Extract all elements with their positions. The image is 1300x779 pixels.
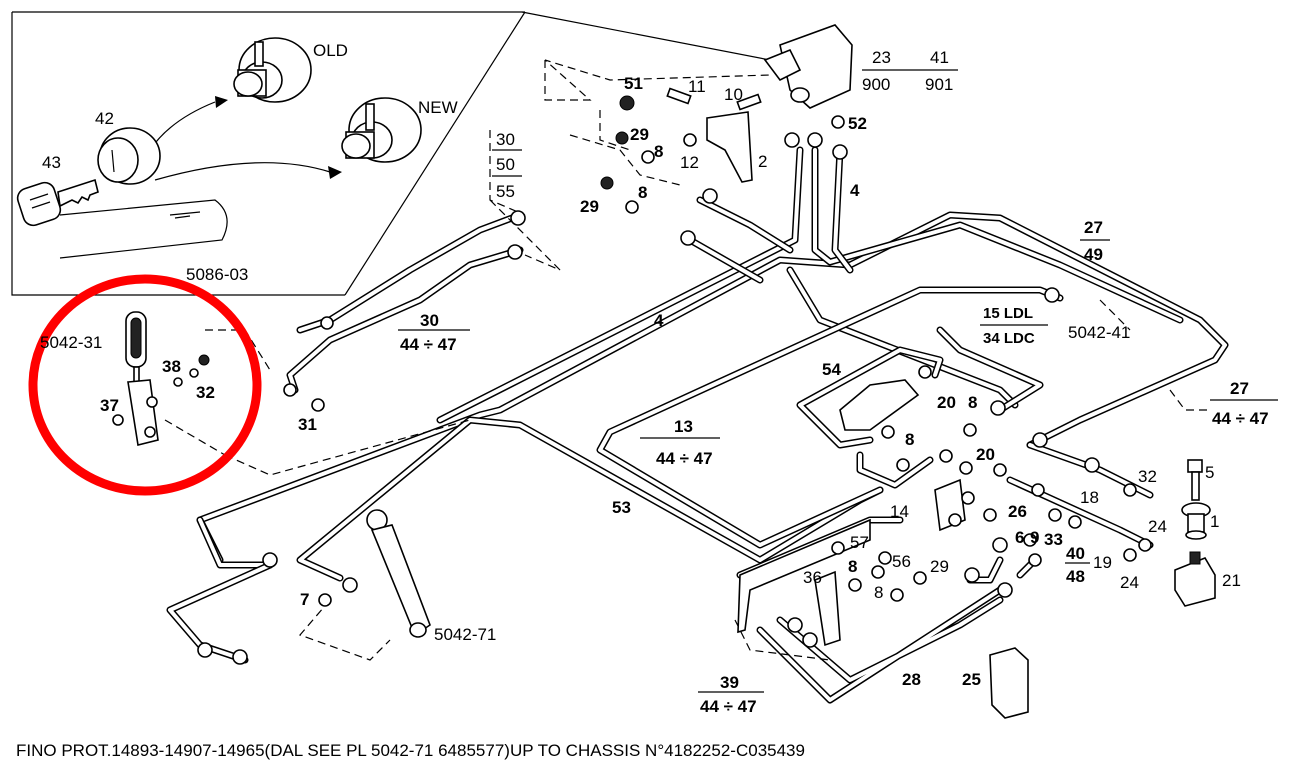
label-26: 26 <box>1008 502 1027 521</box>
label-901: 901 <box>925 75 953 94</box>
label-28: 28 <box>902 670 921 689</box>
screw-icon <box>1181 459 1211 540</box>
label-29c: 29 <box>930 557 949 576</box>
fraction-bars <box>398 69 1278 693</box>
label-18: 18 <box>1080 488 1099 507</box>
label-8d: 8 <box>905 430 914 449</box>
label-12: 12 <box>680 153 699 172</box>
footer-caption: FINO PROT.14893-14907-14965(DAL SEE PL 5… <box>16 741 805 760</box>
label-39: 39 <box>720 673 739 692</box>
label-8a: 8 <box>654 142 663 161</box>
switch-icon <box>1174 551 1216 607</box>
label-900: 900 <box>862 75 890 94</box>
label-13: 13 <box>674 417 693 436</box>
plate-icon <box>989 647 1029 719</box>
label-37: 37 <box>100 396 119 415</box>
label-29b: 29 <box>580 197 599 216</box>
label-44-47d: 44 ÷ 47 <box>700 697 757 716</box>
label-56: 56 <box>892 552 911 571</box>
label-40: 40 <box>1066 544 1085 563</box>
label-54: 54 <box>822 360 841 379</box>
label-old: OLD <box>313 41 348 60</box>
pipe-network <box>166 146 1229 704</box>
label-51: 51 <box>624 74 643 93</box>
label-11: 11 <box>688 77 706 96</box>
label-44-47a: 44 ÷ 47 <box>1212 409 1269 428</box>
highlight-group: 5042-31 38 32 37 <box>28 274 262 496</box>
label-8b: 8 <box>638 183 647 202</box>
knob-icon <box>97 127 161 185</box>
label-14: 14 <box>890 502 909 521</box>
label-5042-41: 5042-41 <box>1068 323 1130 342</box>
label-9: 9 <box>1030 528 1039 547</box>
label-50: 50 <box>496 155 515 174</box>
label-inset-ref: 5086-03 <box>186 265 248 284</box>
cylinder-icon <box>366 509 431 638</box>
label-4b: 4 <box>654 311 664 330</box>
pressure-valve-icon <box>763 24 853 109</box>
label-24a: 24 <box>1148 517 1167 536</box>
label-53: 53 <box>612 498 631 517</box>
label-32b: 32 <box>1138 467 1157 486</box>
label-8c: 8 <box>968 393 977 412</box>
label-8e: 8 <box>848 557 857 576</box>
label-2: 2 <box>758 152 767 171</box>
components <box>197 24 1216 719</box>
label-34-ldc: 34 LDC <box>983 330 1035 347</box>
leader-lines <box>205 59 1210 661</box>
label-32: 32 <box>196 383 215 402</box>
label-23: 23 <box>872 48 891 67</box>
label-48: 48 <box>1066 567 1085 586</box>
label-8f: 8 <box>874 583 883 602</box>
label-1: 1 <box>1210 512 1219 531</box>
label-10: 10 <box>724 85 743 104</box>
label-7: 7 <box>300 590 309 609</box>
label-27b: 27 <box>1230 379 1249 398</box>
lock-old-icon <box>233 37 312 103</box>
label-57: 57 <box>850 533 869 552</box>
label-27a: 27 <box>1084 218 1103 237</box>
bracket-icon <box>706 111 753 183</box>
label-20a: 20 <box>937 393 956 412</box>
cylinder-5042-31-icon <box>112 311 210 446</box>
label-key: 43 <box>42 153 61 172</box>
label-5: 5 <box>1205 463 1214 482</box>
distributor-icon <box>839 379 920 431</box>
highlight-ring <box>28 274 262 496</box>
label-5042-71: 5042-71 <box>434 625 496 644</box>
label-24b: 24 <box>1120 573 1139 592</box>
fittings <box>197 87 1152 665</box>
label-44-47b: 44 ÷ 47 <box>400 335 457 354</box>
mount-plate-icon <box>814 570 841 647</box>
label-49: 49 <box>1084 245 1103 264</box>
label-5042-31: 5042-31 <box>40 333 102 352</box>
arrow-old-icon <box>215 96 228 108</box>
label-6: 6 <box>1015 528 1024 547</box>
label-52: 52 <box>848 114 867 133</box>
label-25: 25 <box>962 670 981 689</box>
label-33: 33 <box>1044 530 1063 549</box>
label-20b: 20 <box>976 445 995 464</box>
label-31: 31 <box>298 415 317 434</box>
label-19: 19 <box>1093 553 1112 572</box>
label-new: NEW <box>418 98 458 117</box>
label-4a: 4 <box>850 181 860 200</box>
label-38: 38 <box>162 357 181 376</box>
key-inset: OLD NEW 42 43 5086-03 <box>11 11 771 296</box>
label-15-ldl: 15 LDL <box>983 305 1033 322</box>
lock-new-icon <box>341 97 422 163</box>
part-labels: 51 11 10 29 8 12 2 52 4 29 8 30 50 55 23… <box>298 48 1269 716</box>
key-icon <box>16 178 99 227</box>
label-30b: 30 <box>420 311 439 330</box>
label-21: 21 <box>1222 571 1241 590</box>
label-30a: 30 <box>496 130 515 149</box>
label-55: 55 <box>496 182 515 201</box>
arrow-new-icon <box>328 166 342 179</box>
label-44-47c: 44 ÷ 47 <box>656 449 713 468</box>
label-41: 41 <box>930 48 949 67</box>
label-knob: 42 <box>95 109 114 128</box>
label-36: 36 <box>803 568 822 587</box>
label-29a: 29 <box>630 125 649 144</box>
